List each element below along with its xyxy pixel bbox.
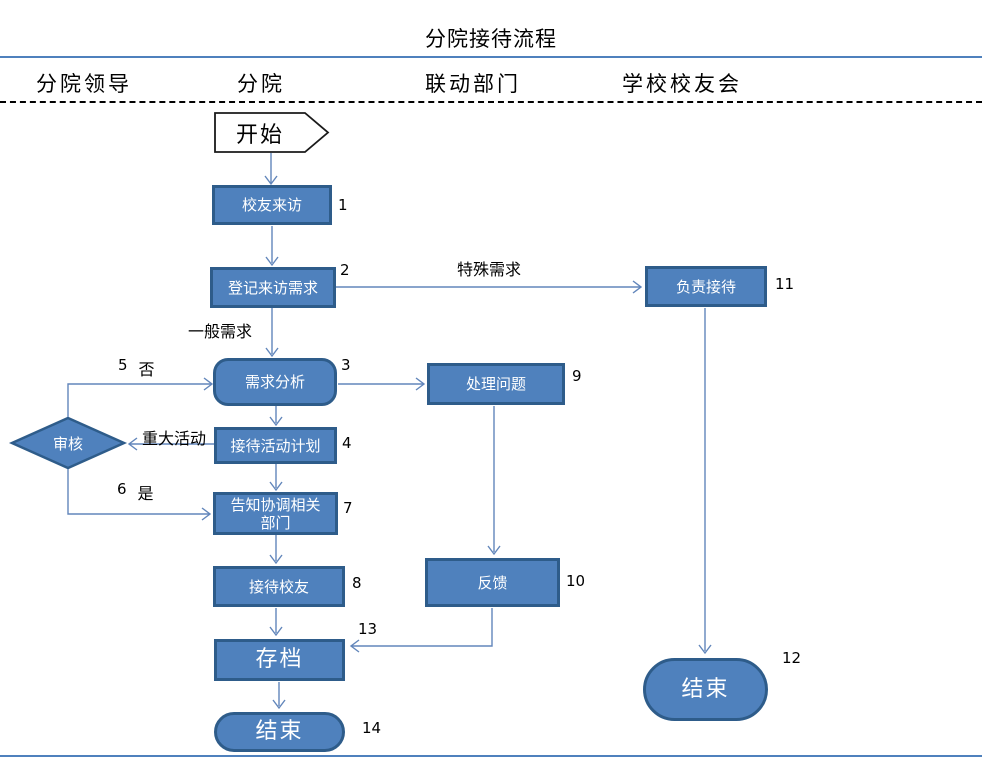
step-number-12: 12 bbox=[782, 649, 802, 667]
connector-review-no-to-3 bbox=[67, 377, 214, 417]
step-number-10: 10 bbox=[566, 572, 586, 590]
connector-2-to-3-general bbox=[265, 308, 279, 358]
connector-start-to-1 bbox=[264, 153, 278, 186]
node-alumni-visit: 校友来访 bbox=[212, 185, 332, 225]
bottom-border-line bbox=[0, 755, 982, 757]
step-number-1: 1 bbox=[338, 196, 348, 214]
node-review: 审核 bbox=[52, 434, 83, 453]
header-divider-line bbox=[0, 56, 982, 58]
connector-10-to-archive bbox=[349, 608, 493, 653]
node-end-right: 结束 bbox=[643, 658, 768, 721]
step-number-3: 3 bbox=[341, 356, 351, 374]
step-number-9: 9 bbox=[572, 367, 582, 385]
node-receive-alumni: 接待校友 bbox=[213, 566, 345, 607]
connector-8-to-archive bbox=[269, 608, 283, 637]
node-register-needs: 登记来访需求 bbox=[210, 267, 336, 308]
node-responsible-reception: 负责接待 bbox=[645, 266, 767, 307]
step-number-13: 13 bbox=[358, 620, 378, 638]
start-shape bbox=[214, 112, 330, 153]
connector-11-to-end bbox=[698, 308, 712, 655]
edge-label-yes-text: 是 bbox=[137, 484, 154, 503]
node-notify-departments-text: 告知协调相关 部门 bbox=[230, 495, 321, 532]
connector-9-to-10 bbox=[487, 406, 501, 556]
connector-3-to-4 bbox=[269, 406, 283, 427]
edge-label-general-needs: 一般需求 bbox=[188, 322, 253, 341]
lane-header-branch: 分院 bbox=[237, 72, 285, 96]
step-number-4: 4 bbox=[342, 434, 352, 452]
connector-7-to-8 bbox=[269, 535, 283, 565]
connector-review-yes-to-7 bbox=[67, 469, 212, 521]
connector-4-to-review bbox=[127, 437, 214, 451]
edge-label-special-needs: 特殊需求 bbox=[457, 260, 522, 279]
node-end-left: 结束 bbox=[214, 712, 345, 752]
node-handle-issues: 处理问题 bbox=[427, 363, 565, 405]
lane-header-alumni-association: 学校校友会 bbox=[622, 72, 742, 96]
connector-3-to-9 bbox=[338, 377, 426, 391]
step-number-8: 8 bbox=[352, 574, 362, 592]
connector-1-to-2 bbox=[265, 226, 279, 267]
node-archive: 存档 bbox=[214, 639, 345, 681]
node-start: 开始 bbox=[235, 122, 284, 148]
page-title: 分院接待流程 bbox=[425, 27, 557, 51]
step-number-6: 6 bbox=[117, 480, 127, 498]
review-diamond-shape bbox=[8, 416, 128, 470]
step-number-5: 5 bbox=[118, 356, 128, 374]
step-number-14: 14 bbox=[362, 719, 382, 737]
connector-archive-to-end bbox=[272, 682, 286, 710]
edge-label-no: 5 否 bbox=[118, 356, 155, 380]
node-feedback: 反馈 bbox=[425, 558, 560, 607]
step-number-11: 11 bbox=[775, 275, 795, 293]
step-number-2: 2 bbox=[340, 261, 350, 279]
step-number-7: 7 bbox=[343, 499, 353, 517]
connector-4-to-7 bbox=[269, 464, 283, 492]
node-needs-analysis: 需求分析 bbox=[213, 358, 337, 406]
edge-label-major-activity: 重大活动 bbox=[142, 429, 207, 448]
lane-divider-dashed-line bbox=[0, 101, 982, 103]
node-activity-plan: 接待活动计划 bbox=[214, 427, 337, 464]
edge-label-yes: 6 是 bbox=[117, 480, 154, 504]
lane-header-linked-departments: 联动部门 bbox=[425, 72, 521, 96]
edge-label-no-text: 否 bbox=[138, 360, 155, 379]
node-notify-departments: 告知协调相关 部门 bbox=[213, 492, 338, 535]
lane-header-branch-leadership: 分院领导 bbox=[36, 72, 132, 96]
connector-2-to-11-special bbox=[336, 280, 643, 294]
